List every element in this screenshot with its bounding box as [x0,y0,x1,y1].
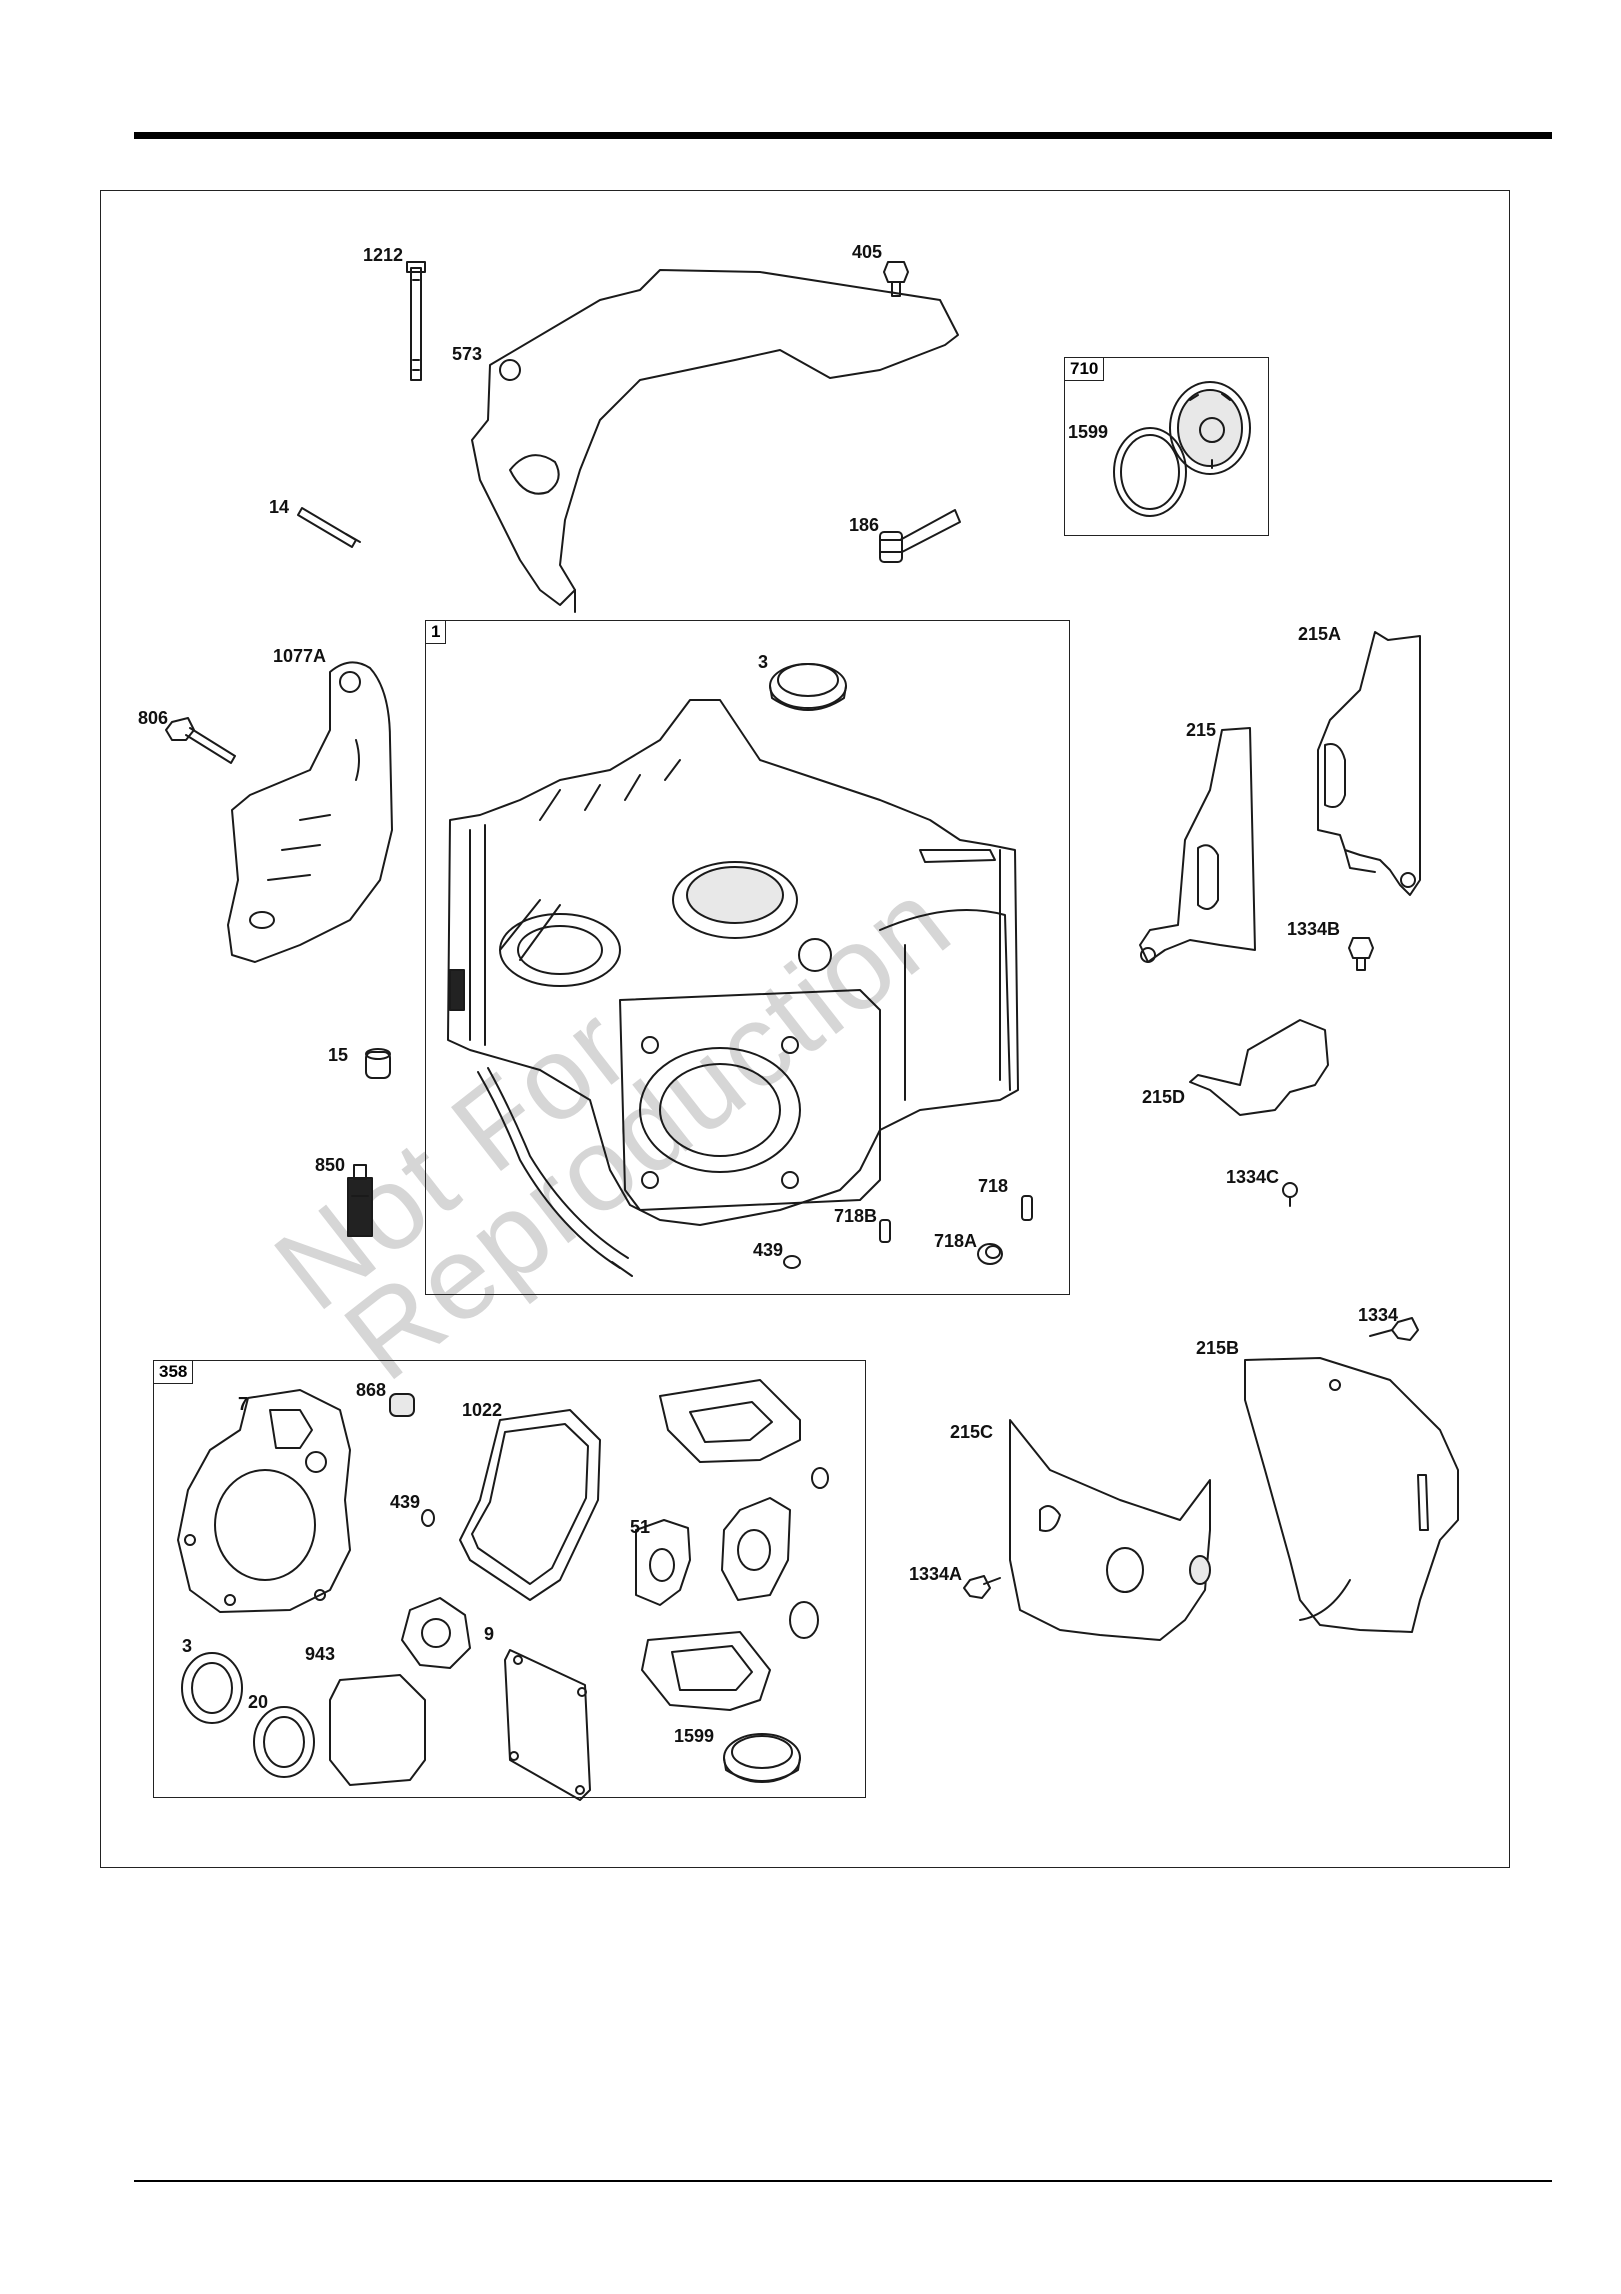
part-oil-pump-gasket [402,1598,470,1668]
label-215D: 215D [1142,1087,1185,1108]
part-1022-gasket [460,1410,600,1600]
label-718: 718 [978,1176,1008,1197]
label-1212: 1212 [363,245,403,266]
label-215A: 215A [1298,624,1341,645]
part-573-cover-plate [472,270,958,612]
label-gasket-439: 439 [390,1492,420,1513]
part-943-gasket [330,1675,425,1785]
label-215C: 215C [950,1422,993,1443]
label-gasket-1022: 1022 [462,1400,502,1421]
label-gasket-9: 9 [484,1624,494,1645]
part-1334A-screw [964,1576,1000,1598]
label-15: 15 [328,1045,348,1066]
part-186-fitting [880,510,960,562]
part-439-oring [784,1256,800,1268]
part-215A-shield [1318,632,1420,895]
label-1334: 1334 [1358,1305,1398,1326]
part-1334B-screw [1349,938,1373,970]
part-dipstick-tube [478,1068,632,1276]
part-215C-shield [1010,1420,1210,1640]
label-gasket-943: 943 [305,1644,335,1665]
part-20-seal [254,1707,314,1777]
part-15-bushing [366,1049,390,1078]
label-718B: 718B [834,1206,877,1227]
part-intake-gasket-lower [642,1632,770,1710]
part-3-seal-top [770,664,846,710]
label-850: 850 [315,1155,345,1176]
part-1077A-bracket [228,662,392,962]
label-gasket-7: 7 [238,1394,248,1415]
label-215: 215 [1186,720,1216,741]
part-14-pin [298,508,360,547]
part-9-cover-plate [505,1650,590,1800]
part-806-bolt [166,718,235,763]
part-710-seal [1114,382,1250,516]
part-215B-shield [1245,1358,1458,1632]
part-439-gasket-oring [422,1510,434,1526]
label-1334A: 1334A [909,1564,962,1585]
label-439: 439 [753,1240,783,1261]
part-850-sealant-tube [348,1165,372,1236]
label-806: 806 [138,708,168,729]
part-intake-gasket-top [660,1380,800,1462]
part-215D-shield [1190,1020,1328,1115]
part-3-seal-lower [182,1653,242,1723]
label-gasket-3: 3 [182,1636,192,1657]
label-3-top: 3 [758,652,768,673]
label-1077A: 1077A [273,646,326,667]
label-gasket-51: 51 [630,1517,650,1538]
part-718-dowel [1022,1196,1032,1220]
label-215B: 215B [1196,1338,1239,1359]
label-gasket-868: 868 [356,1380,386,1401]
part-manifold-gasket [722,1498,818,1638]
label-718A: 718A [934,1231,977,1252]
part-718A-bushing [978,1244,1002,1264]
part-1334C-screw [1283,1183,1297,1206]
label-1334B: 1334B [1287,919,1340,940]
label-1599-seal: 1599 [1068,422,1108,443]
label-573: 573 [452,344,482,365]
part-1212-bolt [407,262,425,380]
label-1334C: 1334C [1226,1167,1279,1188]
label-186: 186 [849,515,879,536]
label-gasket-1599: 1599 [674,1726,714,1747]
part-oring-small [812,1468,828,1488]
part-1599-seal-ring [724,1734,800,1782]
part-215-shield [1140,728,1255,962]
part-1-crankcase [448,700,1018,1225]
part-7-head-gasket [178,1390,350,1612]
part-868-bushing [390,1394,414,1416]
label-14: 14 [269,497,289,518]
label-405: 405 [852,242,882,263]
part-718B-dowel [880,1220,890,1242]
label-gasket-20: 20 [248,1692,268,1713]
